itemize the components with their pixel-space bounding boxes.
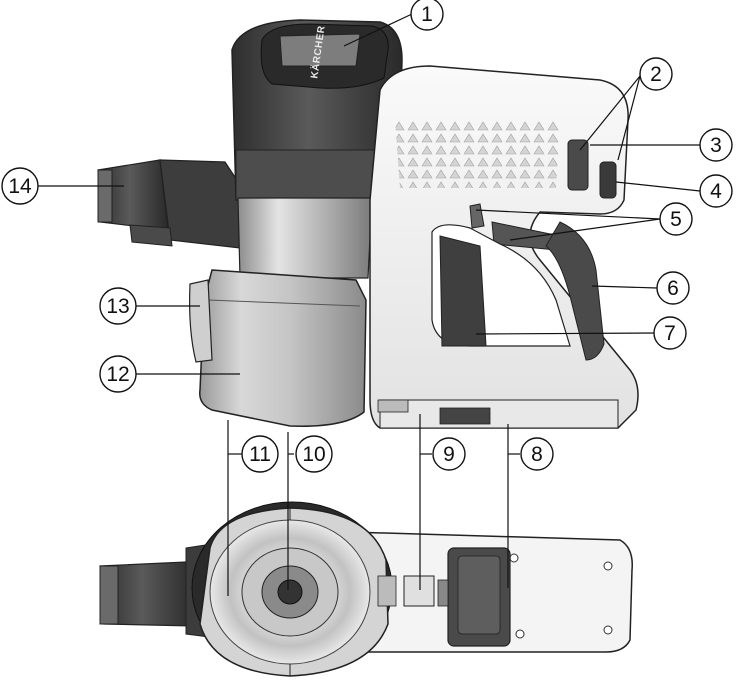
svg-text:4: 4 (710, 180, 722, 203)
svg-text:8: 8 (531, 443, 543, 466)
charging-socket (403, 575, 435, 607)
suction-inlet (97, 159, 251, 249)
callout-10: 10 (295, 435, 333, 473)
callout-5: 5 (659, 202, 693, 236)
callout-12: 12 (99, 355, 137, 393)
svg-text:10: 10 (302, 443, 325, 466)
battery-pack (439, 235, 487, 347)
callout-1: 1 (410, 0, 444, 31)
svg-text:2: 2 (650, 63, 662, 86)
callout-3: 3 (699, 128, 733, 162)
callouts: 1 2 3 4 5 6 7 8 (1, 0, 733, 473)
svg-text:6: 6 (667, 277, 679, 300)
grip-insert (545, 221, 605, 361)
svg-text:9: 9 (443, 443, 455, 466)
dust-container (189, 269, 367, 427)
svg-text:5: 5 (670, 208, 682, 231)
svg-text:7: 7 (664, 322, 676, 345)
callout-8: 8 (520, 437, 554, 471)
svg-text:14: 14 (8, 175, 32, 198)
bottom-view (99, 501, 633, 677)
svg-text:13: 13 (106, 295, 129, 318)
callout-9: 9 (432, 437, 466, 471)
callout-14: 14 (1, 167, 39, 205)
svg-text:11: 11 (249, 443, 271, 466)
callout-4: 4 (699, 174, 733, 208)
callout-7: 7 (653, 316, 687, 350)
motor-housing: KÄRCHER (231, 19, 403, 201)
callout-2: 2 (639, 57, 673, 91)
callout-11: 11 (241, 435, 279, 473)
svg-text:12: 12 (106, 363, 129, 386)
svg-text:1: 1 (421, 3, 433, 26)
callout-13: 13 (99, 287, 137, 325)
mode-switch (599, 161, 617, 199)
power-button (567, 139, 589, 191)
cyclone-section (237, 197, 373, 279)
callout-6: 6 (656, 271, 690, 305)
handle-body (369, 65, 639, 429)
svg-text:3: 3 (710, 134, 722, 157)
container-release-latch (189, 279, 213, 363)
container-release-button (277, 579, 303, 605)
leader-lines (38, 13, 701, 596)
side-view: KÄRCHER (97, 19, 639, 429)
